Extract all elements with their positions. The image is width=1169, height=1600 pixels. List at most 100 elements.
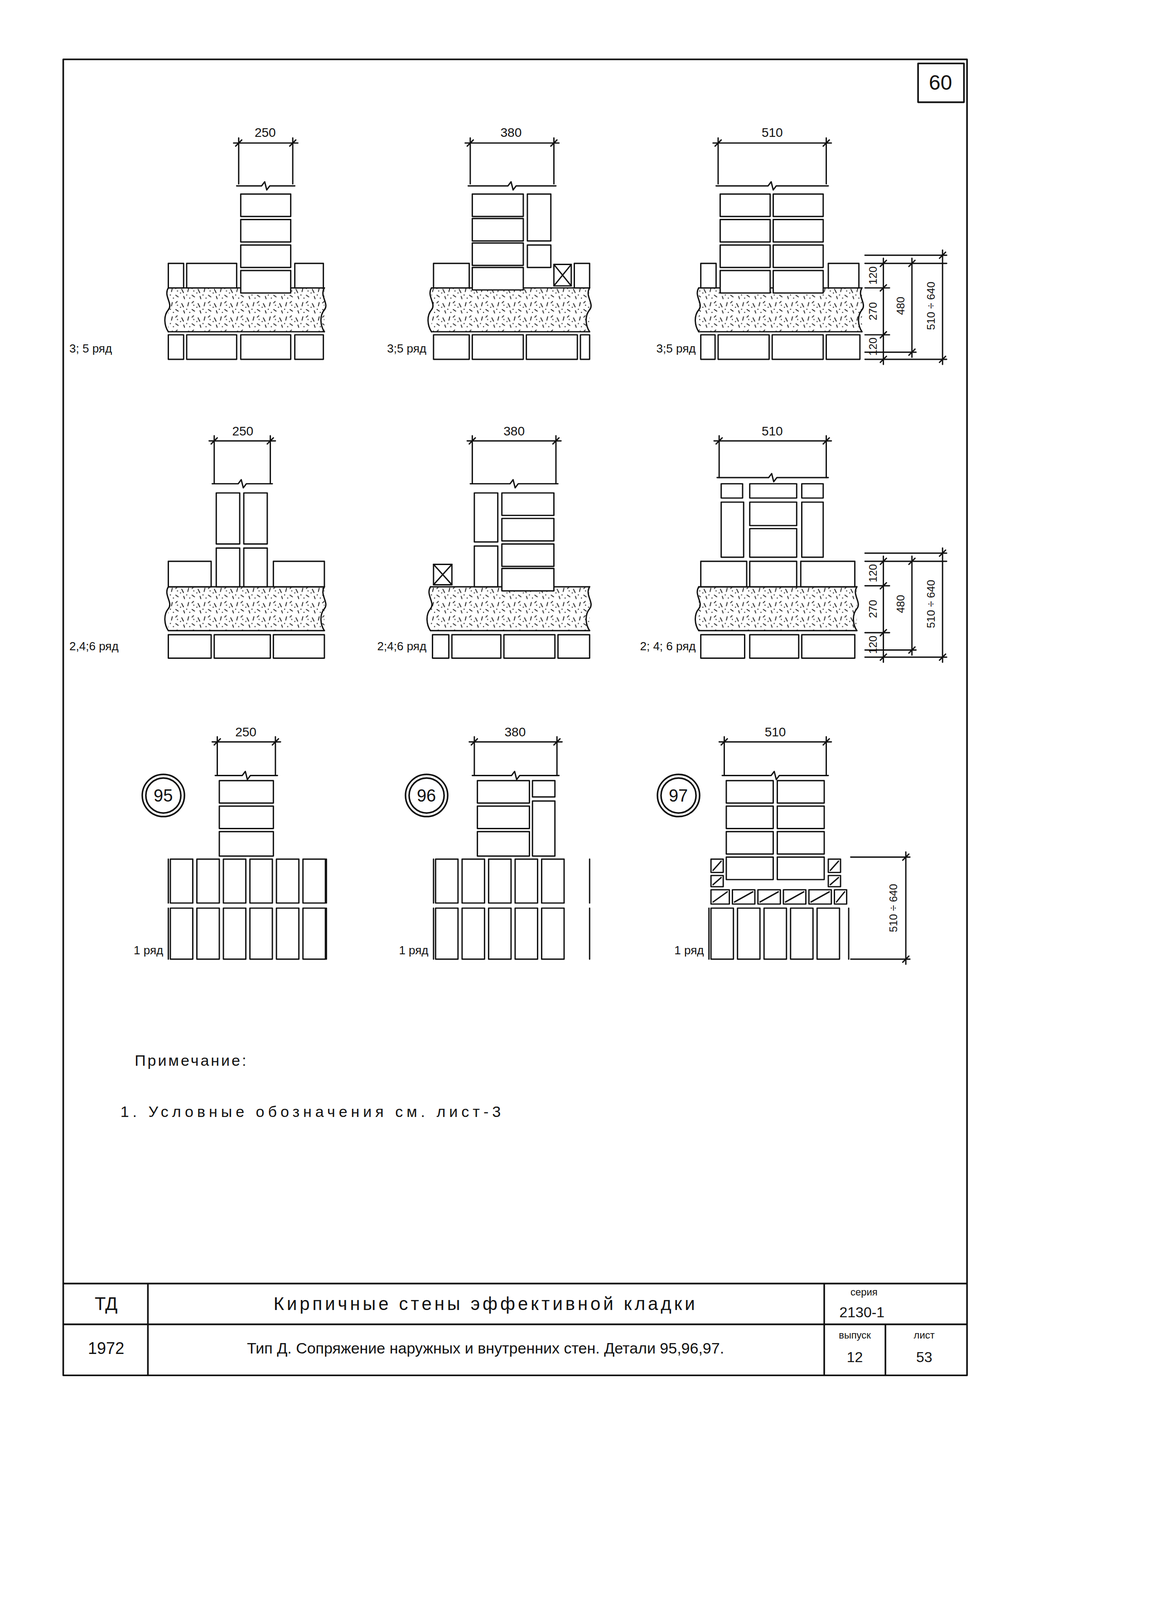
break-line: [695, 287, 864, 332]
dimension-line: [212, 736, 281, 776]
break-mark: [472, 771, 559, 780]
inner-circle: [408, 777, 444, 813]
brick: [541, 908, 565, 960]
brick: [462, 859, 485, 904]
break-line: [426, 586, 591, 631]
brick: [515, 908, 538, 960]
brick: [477, 806, 530, 829]
brick: [435, 859, 459, 904]
brick: [527, 245, 551, 268]
callout-circle: 97: [656, 772, 701, 818]
brick: [197, 859, 220, 904]
brick-hatch: [811, 891, 830, 903]
brick: [749, 483, 798, 499]
brick: [772, 270, 823, 294]
outer-circle: [657, 774, 700, 817]
insulation-edge: [431, 287, 590, 332]
extension-line: [864, 560, 947, 562]
dimension: 120: [867, 337, 880, 356]
row-label: 2,4;6 ряд: [69, 640, 119, 653]
break-line: [164, 287, 326, 332]
dimension: 510: [761, 125, 783, 140]
title-cell: выпуск: [838, 1329, 871, 1341]
brick: [294, 263, 324, 288]
brick: [462, 908, 485, 960]
dimension: 480: [894, 594, 907, 614]
sheet-number: 60: [928, 71, 952, 94]
insulation-fill: [698, 586, 857, 631]
brick: [721, 502, 744, 558]
dimension: 250: [235, 725, 257, 740]
brick: [502, 568, 555, 591]
brick-hatch: [785, 891, 805, 903]
brick: [433, 263, 470, 288]
brick: [214, 634, 271, 659]
brick: [474, 492, 498, 542]
dimension-line: [714, 435, 832, 478]
brick: [433, 564, 453, 585]
brick: [777, 780, 825, 804]
extension-line: [864, 358, 947, 360]
dimension-line: [908, 555, 916, 655]
title-cell: лист: [913, 1329, 935, 1341]
dimension: 510: [764, 725, 787, 740]
brick: [718, 334, 770, 360]
title-block-lines: [63, 1283, 968, 1376]
brick: [553, 264, 571, 286]
brick: [216, 547, 240, 587]
brick: [472, 193, 524, 217]
dimension-line: [465, 137, 560, 184]
extension-line: [864, 632, 890, 634]
brick: [168, 334, 184, 360]
title-cell: ТД: [94, 1294, 118, 1314]
brick: [719, 193, 770, 217]
extension-line: [864, 333, 890, 336]
brick: [240, 334, 291, 360]
insulation-edge: [168, 586, 324, 631]
break-mark: [236, 181, 295, 190]
brick-cross: [433, 564, 453, 585]
brick: [808, 889, 832, 905]
dimension: 120: [867, 564, 880, 583]
brick: [772, 193, 823, 217]
break-line: [695, 586, 859, 631]
row-label: 3;5 ряд: [656, 342, 696, 355]
brick: [477, 831, 530, 856]
callout-circle: 96: [404, 772, 450, 818]
inner-circle: [660, 777, 696, 813]
title-cell: 1972: [87, 1339, 125, 1358]
extension-line: [850, 856, 911, 858]
title-cell: серия: [850, 1287, 878, 1298]
wall-edge: [433, 859, 590, 904]
brick: [801, 502, 824, 558]
callout-number: 97: [668, 787, 688, 805]
brick: [700, 334, 716, 360]
dimension-line: [939, 547, 946, 662]
insulation-fill: [698, 287, 862, 332]
brick: [240, 219, 291, 243]
outer-circle: [142, 774, 185, 817]
brick: [303, 859, 326, 904]
row-label: 1 ряд: [133, 944, 164, 957]
insulation-edge: [698, 586, 857, 631]
dimension: 480: [894, 296, 907, 315]
brick: [502, 518, 555, 542]
callout-circle: 95: [140, 772, 186, 818]
dimension-line: [233, 137, 299, 184]
brick: [710, 908, 734, 960]
brick-hatch: [830, 877, 839, 885]
inner-circle: [145, 777, 181, 813]
brick: [186, 334, 237, 360]
dimension-line: [467, 435, 561, 484]
brick: [250, 859, 273, 904]
dimension: 510 ÷ 640: [925, 281, 938, 331]
brick: [219, 831, 274, 856]
brick: [472, 334, 524, 360]
break-mark: [468, 181, 556, 190]
insulation-fill: [168, 586, 324, 631]
dimension: 510 ÷ 640: [888, 883, 900, 933]
brick: [700, 561, 747, 587]
dimension: 510: [761, 425, 783, 439]
extension-line: [864, 254, 947, 257]
